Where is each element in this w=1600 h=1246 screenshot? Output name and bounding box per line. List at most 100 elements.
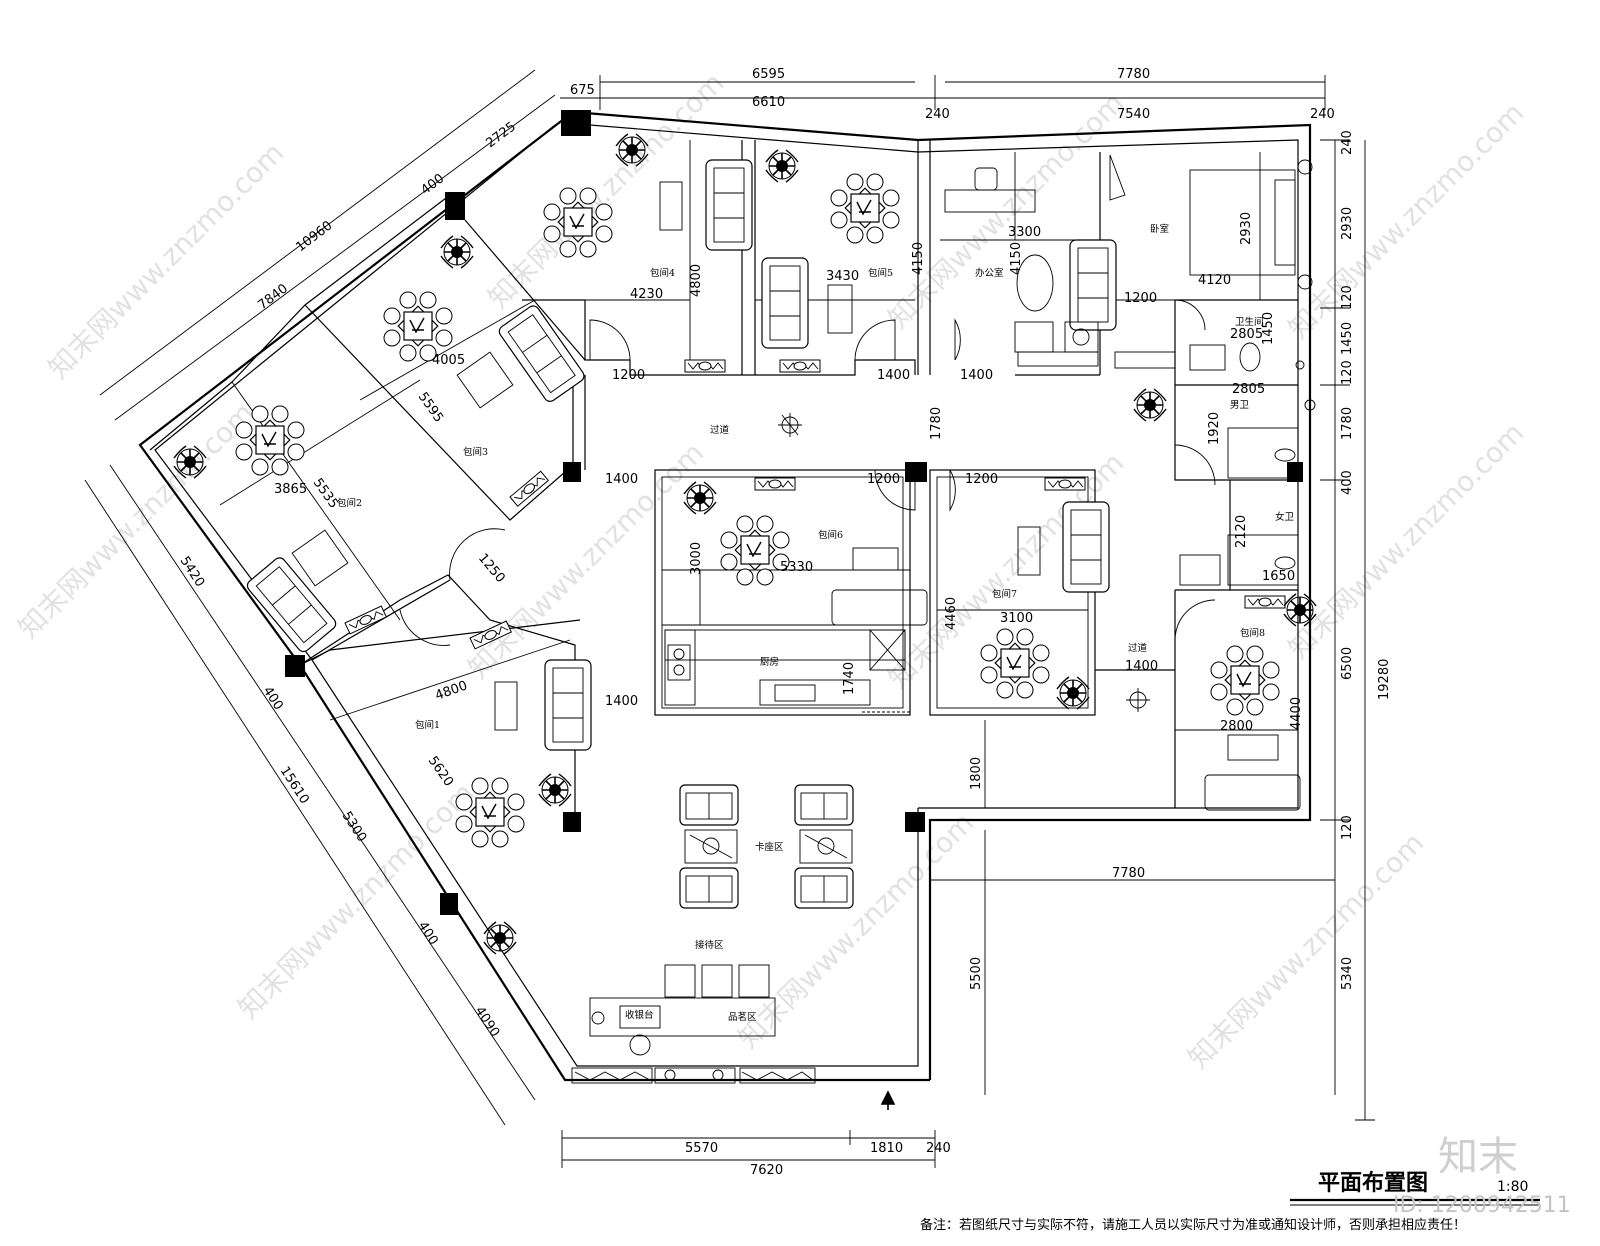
watermark-text: 知末网www.znzmo.com [1182,826,1431,1075]
sofa [244,554,339,655]
person-icon [778,413,802,437]
dim-label: 7840 [255,281,290,313]
dim-label: 2120 [1234,515,1249,548]
disclaimer-note: 备注：若图纸尺寸与实际不符，请施工人员以实际尺寸为准或通知设计师，否则承担相应责… [920,1217,1466,1233]
dim-label: 4150 [911,242,926,275]
dim-label: 3430 [826,269,859,284]
dim-label: 2930 [1340,207,1355,240]
person-icon [1126,688,1150,712]
coffee-table [456,351,514,409]
room-label-baojian4: 包间4 [650,267,675,279]
dim-label: 7780 [1112,866,1145,881]
tea-table-set [720,515,790,586]
column [905,812,925,832]
stove [1072,328,1090,346]
coffee-table [291,529,349,587]
column [285,655,305,677]
reception-counter [589,997,776,1037]
dim-label: 5300 [339,809,370,845]
dim-label: 1800 [969,757,984,790]
dim-label: 120 [1340,360,1355,385]
column [905,462,927,482]
dim-label: 4005 [432,353,465,368]
dim-label: 5535 [310,476,341,512]
tea-tray [1016,254,1054,312]
display-cabinet [739,1067,816,1084]
dim-label: 3000 [689,542,704,575]
room-label-booth-area: 卡座区 [755,841,784,853]
nightstand-lamp [1297,274,1313,290]
sofa [544,659,592,751]
dim-label: 1780 [929,407,944,440]
column [445,192,465,220]
dim-label: 1740 [842,662,857,695]
floor-drain [1295,360,1305,370]
potted-plant [765,149,799,183]
tea-table-set [830,173,900,244]
tea-table-set [1210,645,1280,716]
watermark-layer: 知末网www.znzmo.com 知末网www.znzmo.com 知末网www… [12,66,1531,1075]
chair [629,1034,651,1056]
potted-plant [1056,676,1090,710]
dim-label: 1400 [1125,659,1158,674]
coffee-table [827,284,853,334]
dim-label: 120 [1340,285,1355,310]
sofa [1069,239,1117,331]
dim-label: 5570 [685,1141,718,1156]
dim-label: 2805 [1230,327,1263,342]
potted-plant [683,481,717,515]
dim-label: 5595 [415,390,446,426]
dimension-lines [84,69,1375,1168]
dim-label: 400 [415,919,441,948]
sink [774,684,816,702]
sofa [1062,501,1110,593]
cashier-desk [619,1005,661,1029]
coffee-table [659,181,683,231]
room-label-office: 办公室 [975,267,1004,279]
brand-mark: 知末 ID: 1200942511 [1393,1134,1571,1218]
burner [673,648,685,660]
brand-logo: 知末 [1438,1134,1518,1180]
dim-label: 1400 [605,472,638,487]
sofa [705,159,753,251]
coffee-table [852,547,899,571]
dim-label: 10960 [293,218,335,255]
dim-label: 7540 [1117,107,1150,122]
urinal [1304,399,1316,411]
room-label-baojian8: 包间8 [1240,627,1265,639]
door-leaf [1109,154,1126,201]
title-block: 平面布置图 1:80 备注：若图纸尺寸与实际不符，请施工人员以实际尺寸为准或通知… [920,1170,1540,1233]
dim-label: 3865 [274,482,307,497]
tv-cabinet [509,470,549,507]
squat-toilet [1274,556,1296,570]
wardrobe [1114,351,1176,369]
dim-label: 4120 [1198,273,1231,288]
dim-label: 3300 [1008,225,1041,240]
room-label-bedroom: 卧室 [1150,223,1169,235]
tv-cabinet [1044,477,1086,491]
dim-label: 2800 [1220,719,1253,734]
dim-label: 19280 [1377,659,1392,700]
dim-label: 2805 [1232,382,1265,397]
watermark-text: 知末网www.znzmo.com [12,396,261,645]
watermark-text: 知末网www.znzmo.com [1282,416,1531,665]
tv-cabinet [754,477,796,491]
display-cabinet [654,1067,736,1084]
cabinet [1017,351,1099,367]
dim-label: 6610 [752,95,785,110]
sofa [1204,774,1301,811]
dim-label: 5330 [780,560,813,575]
dim-label: 4800 [689,264,704,297]
dim-label: 2725 [483,119,518,151]
tv-cabinet [1244,595,1286,609]
dim-label: 5620 [425,754,456,790]
dim-label: 1810 [870,1141,903,1156]
tv-cabinet [779,359,821,373]
bar-stool [664,964,696,998]
squat-toilet [1274,448,1296,462]
dim-label: 240 [925,107,950,122]
drawing-title: 平面布置图 [1318,1170,1428,1196]
coffee-table [1017,526,1041,576]
dim-label: 120 [1340,815,1355,840]
dim-label: 1250 [475,551,508,586]
